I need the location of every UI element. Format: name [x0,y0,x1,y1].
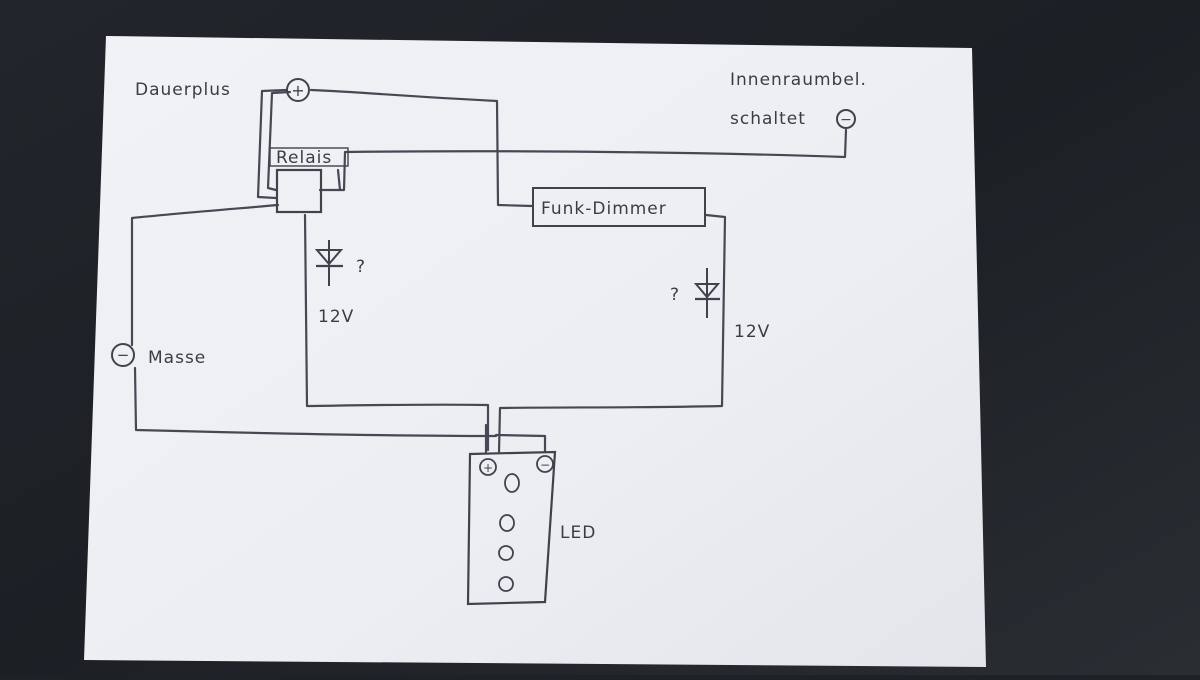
led-dot [498,545,514,561]
innenraum-label-line2: schaltet [730,109,806,129]
voltage-right-label: 12V [734,322,770,342]
wire-masse-to-led [133,366,498,438]
funk-dimmer-label: Funk-Dimmer [541,199,667,219]
plus-icon: + [291,81,304,100]
diode-left-icon [314,240,344,286]
diode-left-question: ? [356,257,366,277]
minus-icon: − [117,346,130,364]
wire-led-minus [494,433,547,454]
led-label: LED [560,523,596,543]
relais-box [269,147,349,214]
relais-label: Relais [276,148,332,168]
paper-sheet [84,36,986,667]
wire-relais-to-masse [130,203,280,347]
funk-dimmer-box [532,187,706,227]
dauerplus-terminal: + [286,78,310,102]
innenraum-terminal: − [836,109,856,129]
innenraum-label-line1: Innenraumbel. [730,70,867,90]
plus-icon: + [483,461,493,475]
minus-icon: − [540,458,550,472]
voltage-left-label: 12V [318,307,354,327]
masse-label: Masse [148,348,206,368]
wire-dauerplus-to-relais-a [256,88,288,200]
diode-right-question: ? [670,285,680,305]
wire-relais-right-stub [336,168,342,192]
masse-terminal: − [111,343,135,367]
led-strip: + − [466,450,557,606]
led-dot [504,473,520,493]
relais-label-frame [269,147,349,167]
led-dot [499,514,515,532]
led-minus-terminal: − [536,455,554,473]
diode-right-icon [693,268,721,318]
minus-icon: − [840,112,852,128]
wire-dimmer-right-branch [497,213,727,454]
wire-relais-left-branch [303,213,490,452]
wire-dauerplus-to-dimmer [309,88,534,208]
wire-dauerplus-to-relais-b [266,90,292,192]
led-plus-terminal: + [479,458,497,476]
led-dot [498,576,514,592]
wire-relais-to-innenraum [318,128,848,192]
dauerplus-label: Dauerplus [135,80,231,100]
